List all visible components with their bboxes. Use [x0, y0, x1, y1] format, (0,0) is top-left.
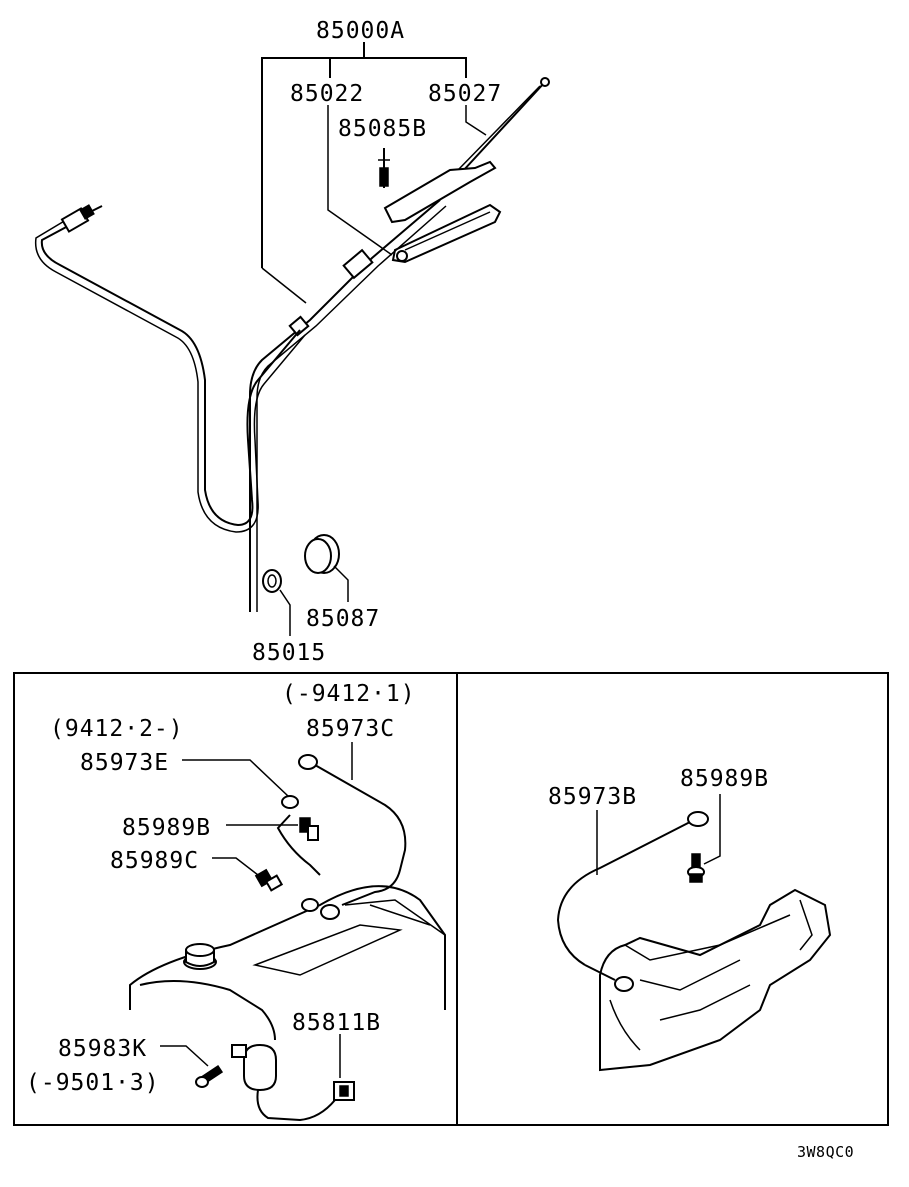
label-85989C: 85989C: [110, 848, 199, 874]
mount-plate-slot: [404, 211, 491, 251]
antenna-mast-edge: [457, 85, 541, 171]
screw-85983K: [195, 1064, 224, 1088]
transmission-detail-1: [639, 959, 741, 991]
antenna-mast: [461, 81, 546, 173]
antenna-tip: [540, 77, 550, 87]
bolt-85989B-left: [299, 817, 319, 841]
label-range-9501-3: (-9501·3): [26, 1070, 160, 1096]
engine-cover-outline: [129, 885, 446, 1010]
leader-85022: [327, 105, 393, 256]
detail-frame: [13, 672, 889, 1126]
label-range-9412-2: (9412·2-): [50, 716, 184, 742]
part-85087-cap: [304, 534, 349, 602]
label-85973B: 85973B: [548, 784, 637, 810]
cable-terminal-right-top: [687, 811, 709, 827]
label-85973E: 85973E: [80, 750, 169, 776]
leader-85973E: [182, 759, 289, 797]
part-85015-ring: [262, 569, 291, 636]
transmission-detail-2: [659, 984, 751, 1021]
label-85087: 85087: [306, 606, 380, 632]
screw-85085B: [378, 148, 390, 188]
label-85022: 85022: [290, 81, 364, 107]
label-85983K: 85983K: [58, 1036, 147, 1062]
leader-85000A-cable: [261, 267, 307, 304]
transmission-ridge: [624, 914, 791, 961]
leader-85983K: [160, 1045, 209, 1067]
engine-cover-front-edge: [139, 980, 276, 1041]
label-85015: 85015: [252, 640, 326, 666]
leader-85027: [465, 105, 487, 136]
cable-terminal-lead: [584, 964, 616, 981]
label-85000A: 85000A: [316, 18, 405, 44]
label-85085B: 85085B: [338, 116, 427, 142]
ground-cable-85973C: [314, 764, 407, 906]
cable-terminal-bottom: [320, 904, 340, 920]
cable-terminal-top: [298, 754, 318, 770]
label-85989B-left: 85989B: [122, 815, 211, 841]
label-85027: 85027: [428, 81, 502, 107]
antenna-base-bracket: [383, 160, 497, 224]
right-detail-panel: [556, 794, 832, 1072]
leader-85989B-right: [703, 794, 721, 865]
label-85973C: 85973C: [306, 716, 395, 742]
antenna-plug: [60, 204, 103, 233]
label-85811B: 85811B: [292, 1010, 381, 1036]
engine-cover-top-line: [369, 904, 431, 926]
ground-cable-85973B: [556, 821, 691, 966]
antenna-assembly-group: [34, 42, 550, 636]
label-range-9412-1: (-9412·1): [282, 681, 416, 707]
extension-cable-edge: [34, 219, 306, 533]
cable-grommet: [342, 248, 374, 280]
oil-filler-cap: [183, 943, 217, 970]
engine-cover-top: [344, 899, 446, 936]
extension-cable: [40, 224, 301, 527]
sensor-85811B: [231, 1043, 355, 1122]
transmission-detail-4: [799, 899, 813, 951]
transmission-housing: [599, 888, 832, 1072]
strap-terminal-bottom: [301, 898, 319, 912]
cable-connector: [288, 315, 310, 337]
left-detail-panel: [129, 742, 446, 1122]
transmission-detail-3: [609, 999, 641, 1051]
ground-strap-85973E: [276, 814, 321, 876]
antenna-feed-cable: [249, 199, 441, 612]
strap-terminal: [281, 795, 299, 809]
bolt-85989C: [254, 868, 284, 892]
bolt-85989B-right: [687, 853, 705, 883]
engine-cover-ridge: [252, 924, 403, 976]
mount-hole: [396, 250, 408, 262]
label-85989B-right: 85989B: [680, 766, 769, 792]
leader-85989C: [212, 857, 259, 876]
diagram-code: 3W8QC0: [797, 1143, 854, 1161]
cable-terminal-right-bottom: [614, 976, 634, 992]
